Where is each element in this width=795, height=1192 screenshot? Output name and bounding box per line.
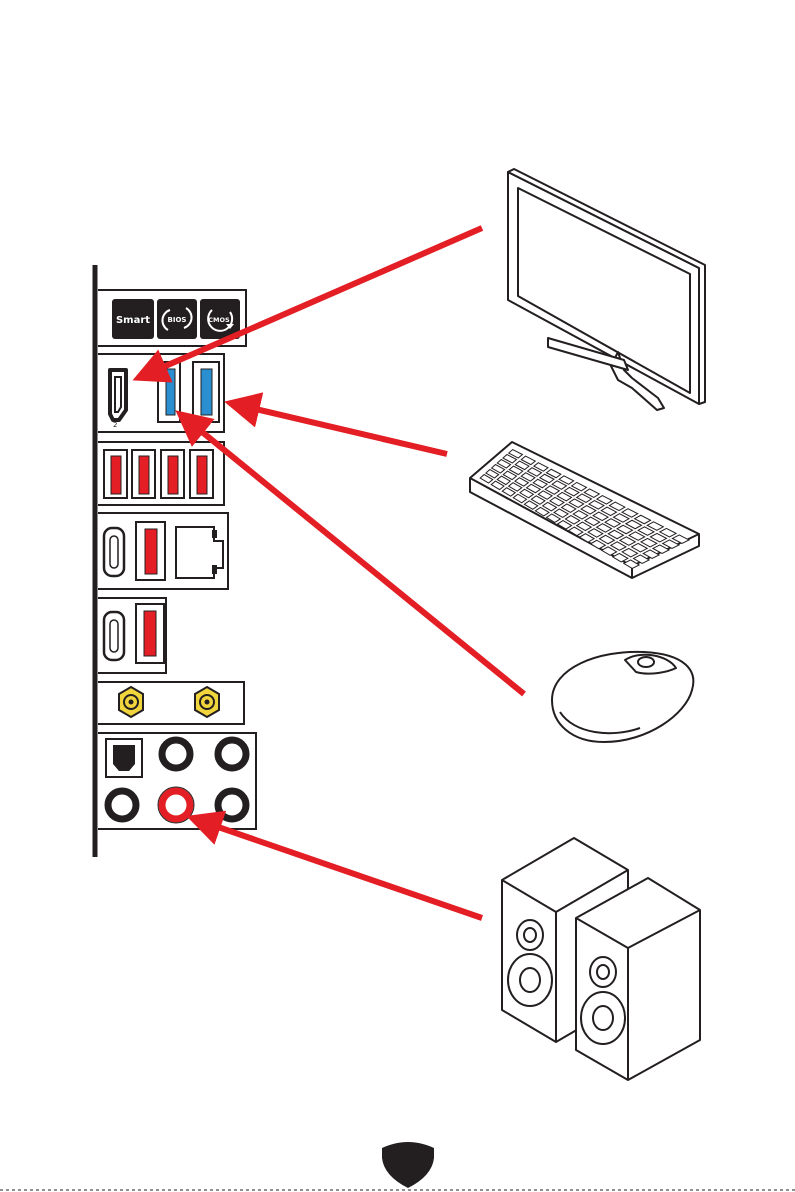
usb-port-red-3[interactable] [161, 450, 184, 498]
hdmi-port-number: 2 [113, 421, 117, 429]
hdmi-port[interactable]: 2 [110, 370, 126, 429]
optical-spdif-port[interactable] [106, 739, 142, 777]
usb-port-blue-right[interactable] [193, 362, 219, 422]
wifi-antenna-connector-1[interactable] [119, 687, 143, 717]
audio-jack-2[interactable] [218, 740, 246, 768]
usb-c-port-2[interactable] [104, 612, 124, 660]
usb-port-red-5[interactable] [136, 522, 165, 580]
usbc-lan-block [98, 513, 228, 589]
arrow-speakers-to-audio [192, 818, 482, 918]
bios-button-label: BIOS [168, 316, 187, 324]
shield-logo-icon [382, 1142, 434, 1188]
wifi-antenna-connector-2[interactable] [195, 687, 219, 717]
audio-jack-5[interactable] [218, 791, 246, 819]
monitor [508, 169, 705, 410]
lan-port[interactable] [176, 527, 223, 578]
audio-line-out-red[interactable] [158, 787, 194, 823]
arrow-keyboard-to-usb [230, 403, 447, 454]
usb-port-red-4[interactable] [190, 450, 213, 498]
io-panel: Smart BIOS CMOS 2 [95, 265, 256, 857]
bios-flashback-button[interactable]: BIOS [157, 299, 197, 339]
mouse [552, 652, 693, 742]
usb-red-block [98, 442, 224, 505]
audio-jack-1[interactable] [162, 740, 190, 768]
cmos-button-label: CMOS [208, 316, 230, 324]
usb-c-port-1[interactable] [104, 528, 124, 576]
speaker-right [576, 878, 700, 1080]
audio-jack-3[interactable] [108, 791, 136, 819]
keyboard [470, 442, 699, 578]
smart-button-label: Smart [116, 315, 150, 326]
usb-port-red-2[interactable] [132, 450, 155, 498]
arrow-mouse-to-usb [180, 414, 524, 694]
antenna-block [98, 682, 244, 724]
smart-button[interactable]: Smart [112, 299, 154, 339]
usbc-usb-block [98, 598, 166, 673]
usb-port-red-6[interactable] [136, 604, 164, 663]
usb-port-red-1[interactable] [104, 450, 127, 498]
audio-block [98, 733, 256, 829]
speakers [502, 838, 700, 1080]
